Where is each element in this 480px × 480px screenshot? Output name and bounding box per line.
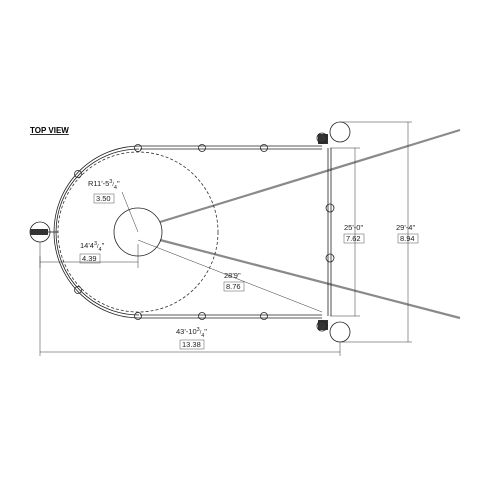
truss-arc xyxy=(53,145,141,319)
outer-width-dimension: 29'-4" 8.94 xyxy=(340,121,419,343)
svg-text:25'-0": 25'-0" xyxy=(344,223,363,232)
truss-structure xyxy=(53,144,335,320)
svg-text:R11'-53/4": R11'-53/4" xyxy=(88,179,120,191)
svg-text:43'-103/4": 43'-103/4" xyxy=(176,327,207,339)
fixture-bottom-right xyxy=(316,320,351,343)
svg-text:3.50: 3.50 xyxy=(96,194,111,203)
radius-dimension: R11'-53/4" 3.50 xyxy=(88,179,139,233)
diagonal-dimension: 28'9" 8.76 xyxy=(137,239,323,313)
svg-text:13.38: 13.38 xyxy=(182,340,201,349)
light-beams xyxy=(159,128,461,320)
fixture-top-right xyxy=(316,121,351,144)
view-title: TOP VIEW xyxy=(30,126,69,135)
svg-text:28'9": 28'9" xyxy=(224,271,241,280)
fixture-left xyxy=(29,221,58,243)
svg-text:8.94: 8.94 xyxy=(400,234,415,243)
svg-text:14'43/4": 14'43/4" xyxy=(80,241,105,253)
inner-width-dimension: 25'-0" 7.62 xyxy=(330,147,365,317)
svg-text:7.62: 7.62 xyxy=(346,234,361,243)
svg-text:29'-4": 29'-4" xyxy=(396,223,415,232)
svg-text:4.39: 4.39 xyxy=(82,254,97,263)
length-dimension: 43'-103/4" 13.38 xyxy=(39,242,341,356)
svg-text:8.76: 8.76 xyxy=(226,282,241,291)
